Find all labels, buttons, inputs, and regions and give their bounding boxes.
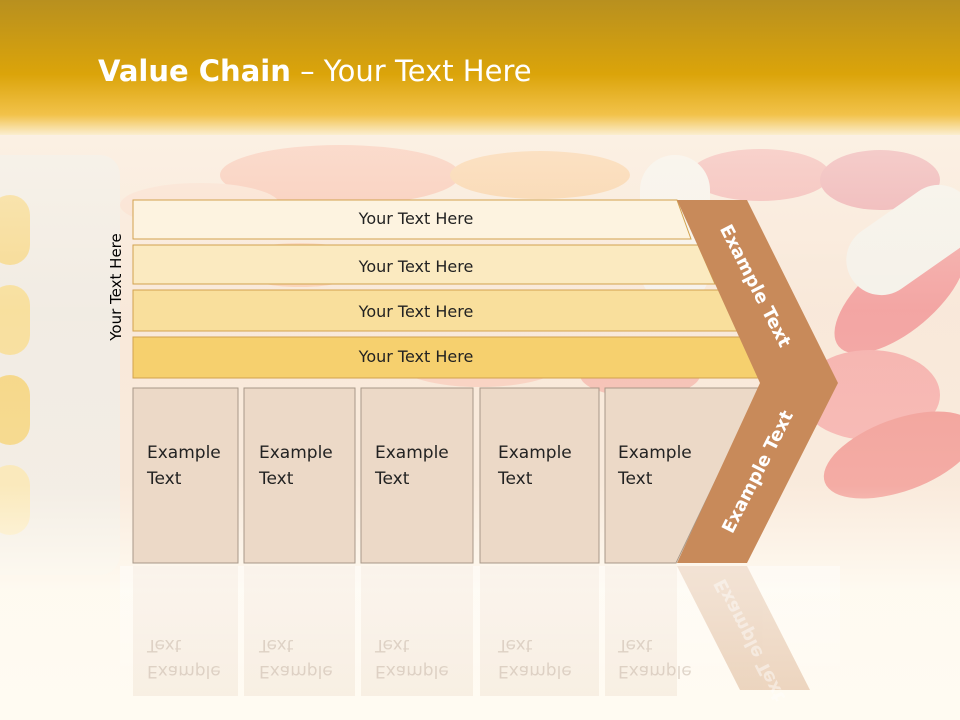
chevron-shape bbox=[677, 200, 838, 563]
page-title: Value Chain – Your Text Here bbox=[98, 54, 532, 88]
box-3-shape bbox=[479, 387, 600, 564]
bar-0-label: Your Text Here bbox=[358, 209, 474, 228]
bar-3-label: Your Text Here bbox=[358, 347, 474, 366]
title-bold: Value Chain bbox=[98, 54, 291, 88]
header-band: Value Chain – Your Text Here bbox=[0, 0, 960, 135]
bar-1-label: Your Text Here bbox=[358, 257, 474, 276]
box-0-shape bbox=[132, 387, 239, 564]
bar-1-shape bbox=[132, 244, 716, 285]
title-rest: – Your Text Here bbox=[290, 54, 532, 88]
box-4-shape bbox=[604, 387, 761, 564]
bar-2-label: Your Text Here bbox=[358, 302, 474, 321]
box-2-shape bbox=[360, 387, 474, 564]
bar-0-shape bbox=[132, 199, 692, 240]
box-1-shape bbox=[243, 387, 356, 564]
